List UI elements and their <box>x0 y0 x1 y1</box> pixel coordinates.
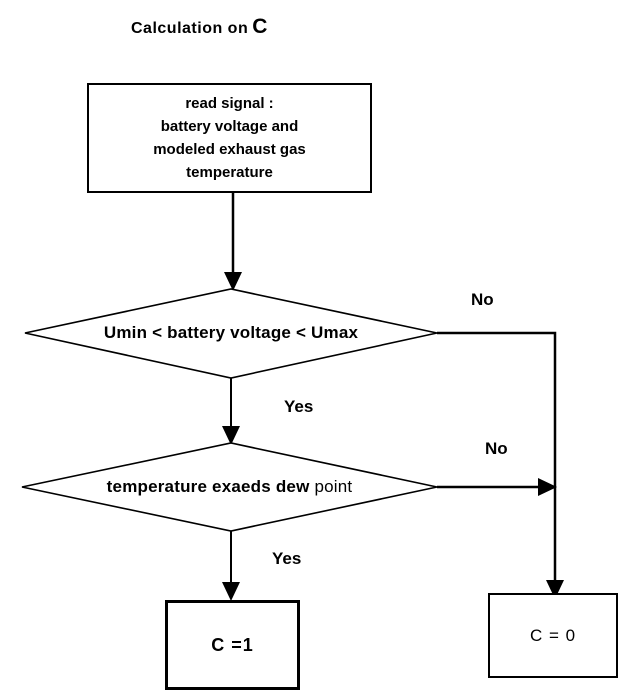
edge-label-voltage-no: No <box>471 290 494 309</box>
edge-label-voltage-yes: Yes <box>284 397 314 416</box>
process-box-read-signal: read signal : battery voltage and modele… <box>87 83 372 193</box>
decision-dew-point-label-regular: point <box>314 477 353 496</box>
connector-voltage-no <box>437 331 557 586</box>
result-box-c1-label: C =1 <box>211 634 254 655</box>
decision-dew-point-label-bold: temperature exaeds dew <box>106 477 310 496</box>
read-signal-line: temperature <box>186 164 273 182</box>
arrowhead-down-voltage-icon <box>224 272 242 291</box>
edge-label-dew-point-yes: Yes <box>272 549 302 568</box>
page-title-text: Calculation on <box>131 20 249 37</box>
arrowhead-down-dewpoint-icon <box>222 426 240 445</box>
read-signal-line: read signal : <box>185 94 274 112</box>
page-title-variable: C <box>252 15 268 38</box>
result-box-c0: C = 0 <box>488 593 618 678</box>
arrowhead-right-join-icon <box>538 478 557 496</box>
process-box-read-signal-text: read signal : battery voltage and modele… <box>153 92 306 185</box>
result-box-c1: C =1 <box>165 600 300 690</box>
arrowhead-down-c0-icon <box>546 580 564 599</box>
edge-label-dew-point-no: No <box>485 439 508 458</box>
read-signal-line: modeled exhaust gas <box>153 141 306 158</box>
arrowhead-down-c1-icon <box>222 582 240 601</box>
decision-voltage-label: Umin < battery voltage < Umax <box>103 323 359 342</box>
read-signal-line: battery voltage and <box>160 117 299 135</box>
result-box-c0-label: C = 0 <box>529 625 577 645</box>
decision-dew-point-label: temperature exaeds dew point <box>22 477 437 497</box>
